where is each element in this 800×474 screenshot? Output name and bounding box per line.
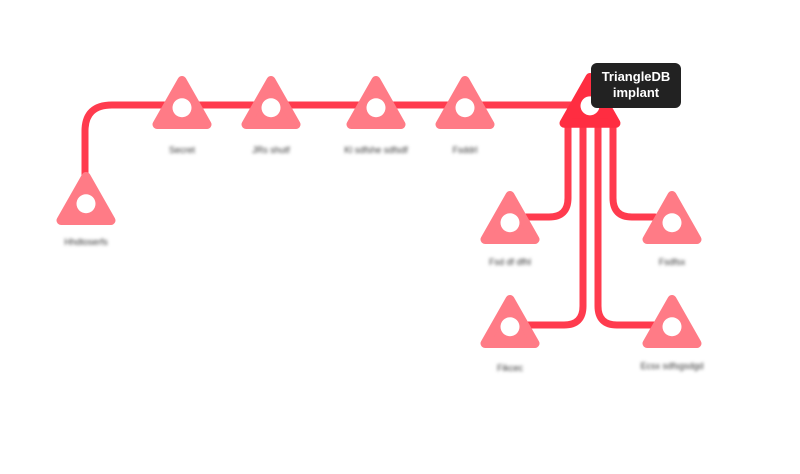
diagram-node: [56, 171, 116, 225]
node-label: Fikcec: [496, 363, 523, 373]
connector-branch-4: [609, 120, 659, 221]
diagram-node: [241, 75, 301, 129]
callout-title: TriangleDB: [601, 69, 671, 84]
diagram-node: [435, 75, 495, 129]
callout-subtitle: implant: [612, 85, 660, 100]
connector-branch-3: [594, 120, 658, 329]
triangle-node-dot: [261, 98, 281, 118]
triangle-node-dot: [662, 317, 682, 337]
node-label: Hhdtoserfs: [64, 237, 108, 247]
node-label: Fsd df dfhl: [488, 257, 532, 267]
diagram-node: [642, 190, 702, 244]
triangledb-implant-callout: TriangleDB implant: [591, 63, 681, 108]
node-label: Fsdfsx: [658, 257, 686, 267]
node-label: JRs shutf: [252, 145, 290, 155]
node-label: Fsddrl: [452, 145, 478, 155]
diagram-node: [346, 75, 406, 129]
diagram-node: [642, 294, 702, 348]
diagram-node: [152, 75, 212, 129]
triangle-node-dot: [662, 213, 682, 233]
connector-branch-2: [523, 120, 587, 329]
connector-branch-1: [522, 120, 572, 221]
triangle-node-dot: [500, 317, 520, 337]
triangle-node-dot: [500, 213, 520, 233]
node-label: Ecsx sdfsgsdgd: [640, 361, 704, 371]
node-label: Kl sdfshe sdfsdf: [344, 145, 408, 155]
connector-main: [81, 101, 594, 182]
diagram-node: [480, 294, 540, 348]
node-label: Secret: [168, 145, 195, 155]
triangle-node-dot: [76, 194, 96, 214]
diagram-node: [480, 190, 540, 244]
triangle-node-dot: [455, 98, 475, 118]
triangle-node-dot: [366, 98, 386, 118]
triangle-node-dot: [172, 98, 192, 118]
